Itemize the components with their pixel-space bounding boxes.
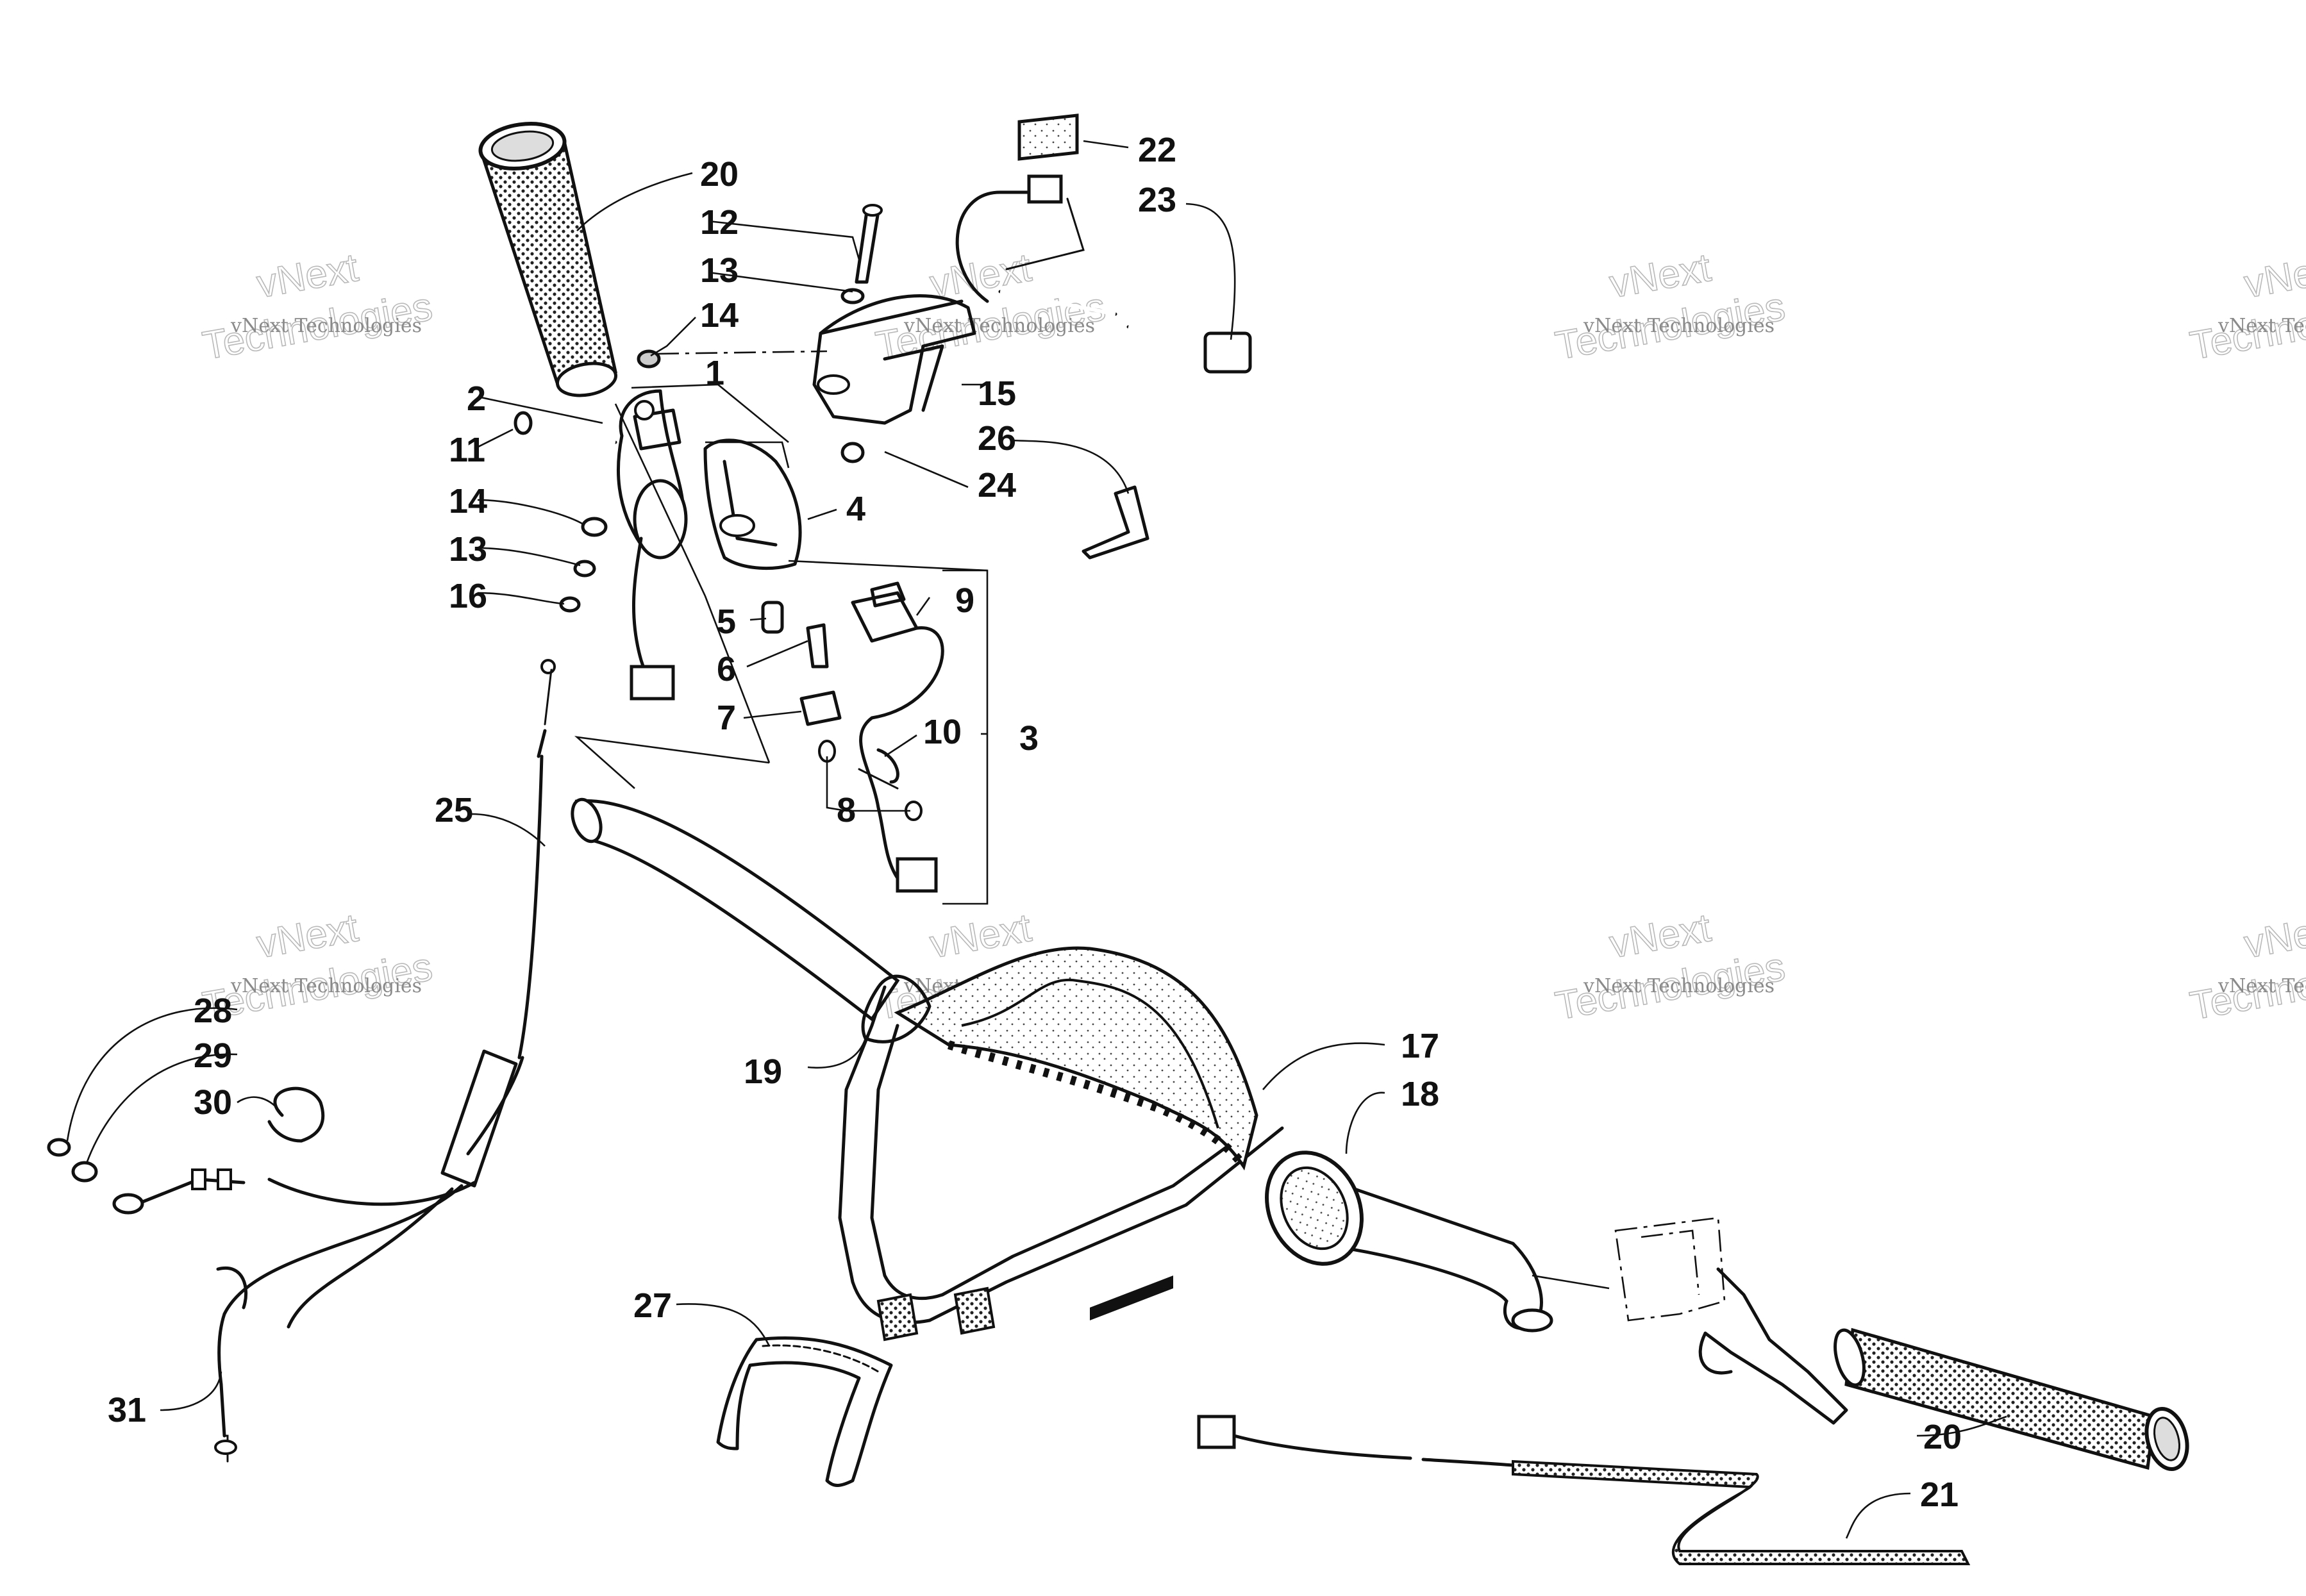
callout-label: 5 (717, 603, 736, 641)
callout-label: 20 (700, 155, 739, 194)
callout-label: 4 (846, 490, 865, 528)
watermark-text-1: vNext Technologies (2218, 975, 2306, 997)
throttle-wire (630, 536, 675, 701)
callout-label: 7 (717, 699, 736, 737)
callouts: 20 12 13 14 1 2 11 14 13 16 22 23 15 26 … (108, 131, 1962, 1514)
cable-clamp (267, 1086, 325, 1143)
watermark-text-2: vNext (2241, 245, 2306, 306)
bracket (806, 623, 829, 669)
callout-label: 6 (717, 650, 736, 688)
callout-label: 31 (108, 1391, 146, 1429)
screw (514, 411, 617, 445)
watermark-text-1: vNext Technologies (903, 315, 1095, 337)
leader-lines (66, 140, 2007, 1539)
watermark-text-1: vNext Technologies (2218, 315, 2306, 337)
washer (573, 560, 596, 578)
callout-label: 24 (978, 466, 1016, 504)
brake-lever (812, 294, 976, 425)
callout-label: 17 (1401, 1027, 1439, 1065)
brake-master-cylinder (1614, 1217, 1848, 1425)
clip (559, 596, 581, 613)
callout-label: 2 (467, 379, 486, 418)
callout-label: 10 (923, 713, 962, 751)
switch-cover (703, 438, 802, 570)
watermark-text-2: vNext (254, 245, 362, 306)
riser-bar (571, 797, 900, 1022)
callout-label: 23 (1138, 181, 1176, 219)
clip (47, 1138, 71, 1157)
watermark: vNext Technologies vNext Technologies (1551, 905, 1789, 1029)
watermark-text-1: vNext Technologies (1583, 975, 1775, 997)
callout-label: 12 (700, 203, 739, 242)
callout-label: 30 (194, 1083, 232, 1122)
washer (840, 288, 865, 304)
watermark-text-2: vNext (2241, 906, 2306, 967)
watermark-text-1: vNext Technologies (230, 315, 422, 337)
callout-label: 20 (1923, 1418, 1962, 1456)
callout-label: 11 (449, 431, 485, 469)
switch (799, 690, 842, 726)
callout-label: 14 (700, 296, 739, 335)
callout-label: 14 (449, 482, 487, 520)
callout-label: 22 (1138, 131, 1176, 169)
callout-label: 1 (705, 354, 724, 392)
callout-label: 15 (978, 374, 1016, 413)
kill-switch (851, 581, 944, 893)
watermark-text-2: vNext (1607, 906, 1714, 967)
heater-element (1197, 1415, 1971, 1565)
watermark-text-2: vNext (1607, 245, 1714, 306)
callout-label: 29 (194, 1036, 232, 1075)
callout-label: 21 (1920, 1475, 1959, 1514)
mitt-strap (716, 1336, 893, 1487)
spring (761, 601, 784, 634)
cable-clip (1082, 485, 1149, 560)
callout-label: 19 (744, 1052, 782, 1091)
callout-label: 13 (449, 530, 487, 569)
right-bar (1265, 1151, 1553, 1333)
callout-label: 25 (435, 791, 473, 829)
washer (581, 517, 608, 537)
watermark: vNext Technologies vNext Technologies (199, 245, 436, 369)
watermark-text-1: vNext Technologies (1583, 315, 1775, 337)
washer (71, 1161, 98, 1183)
throttle-housing (616, 389, 688, 560)
watermark-text-2: vNext (254, 906, 362, 967)
callout-label: 3 (1019, 719, 1039, 758)
right-grip (1834, 1327, 2189, 1472)
callout-label: 16 (449, 577, 487, 615)
watermark-text-1: vNext Technologies (230, 975, 422, 997)
wiring-harness (955, 174, 1252, 374)
clip (840, 442, 865, 463)
throttle-cable (112, 659, 556, 1463)
bushing (637, 349, 661, 369)
callout-label: 18 (1401, 1075, 1439, 1113)
callout-label: 8 (837, 791, 856, 829)
callout-label: 26 (978, 419, 1016, 458)
left-grip (478, 122, 617, 397)
callout-label: 28 (194, 992, 232, 1030)
watermark: vNext Technologies vNext Technologies (2186, 245, 2306, 369)
watermark: vNext Technologies vNext Technologies (2186, 905, 2306, 1029)
watermark: vNext Technologies vNext Technologies (1551, 245, 1789, 369)
pin (855, 204, 883, 284)
callout-label: 27 (633, 1286, 672, 1325)
callout-label: 13 (700, 251, 739, 290)
callout-label: 9 (955, 581, 974, 620)
decal (1017, 113, 1079, 161)
handlebar (838, 946, 1284, 1342)
